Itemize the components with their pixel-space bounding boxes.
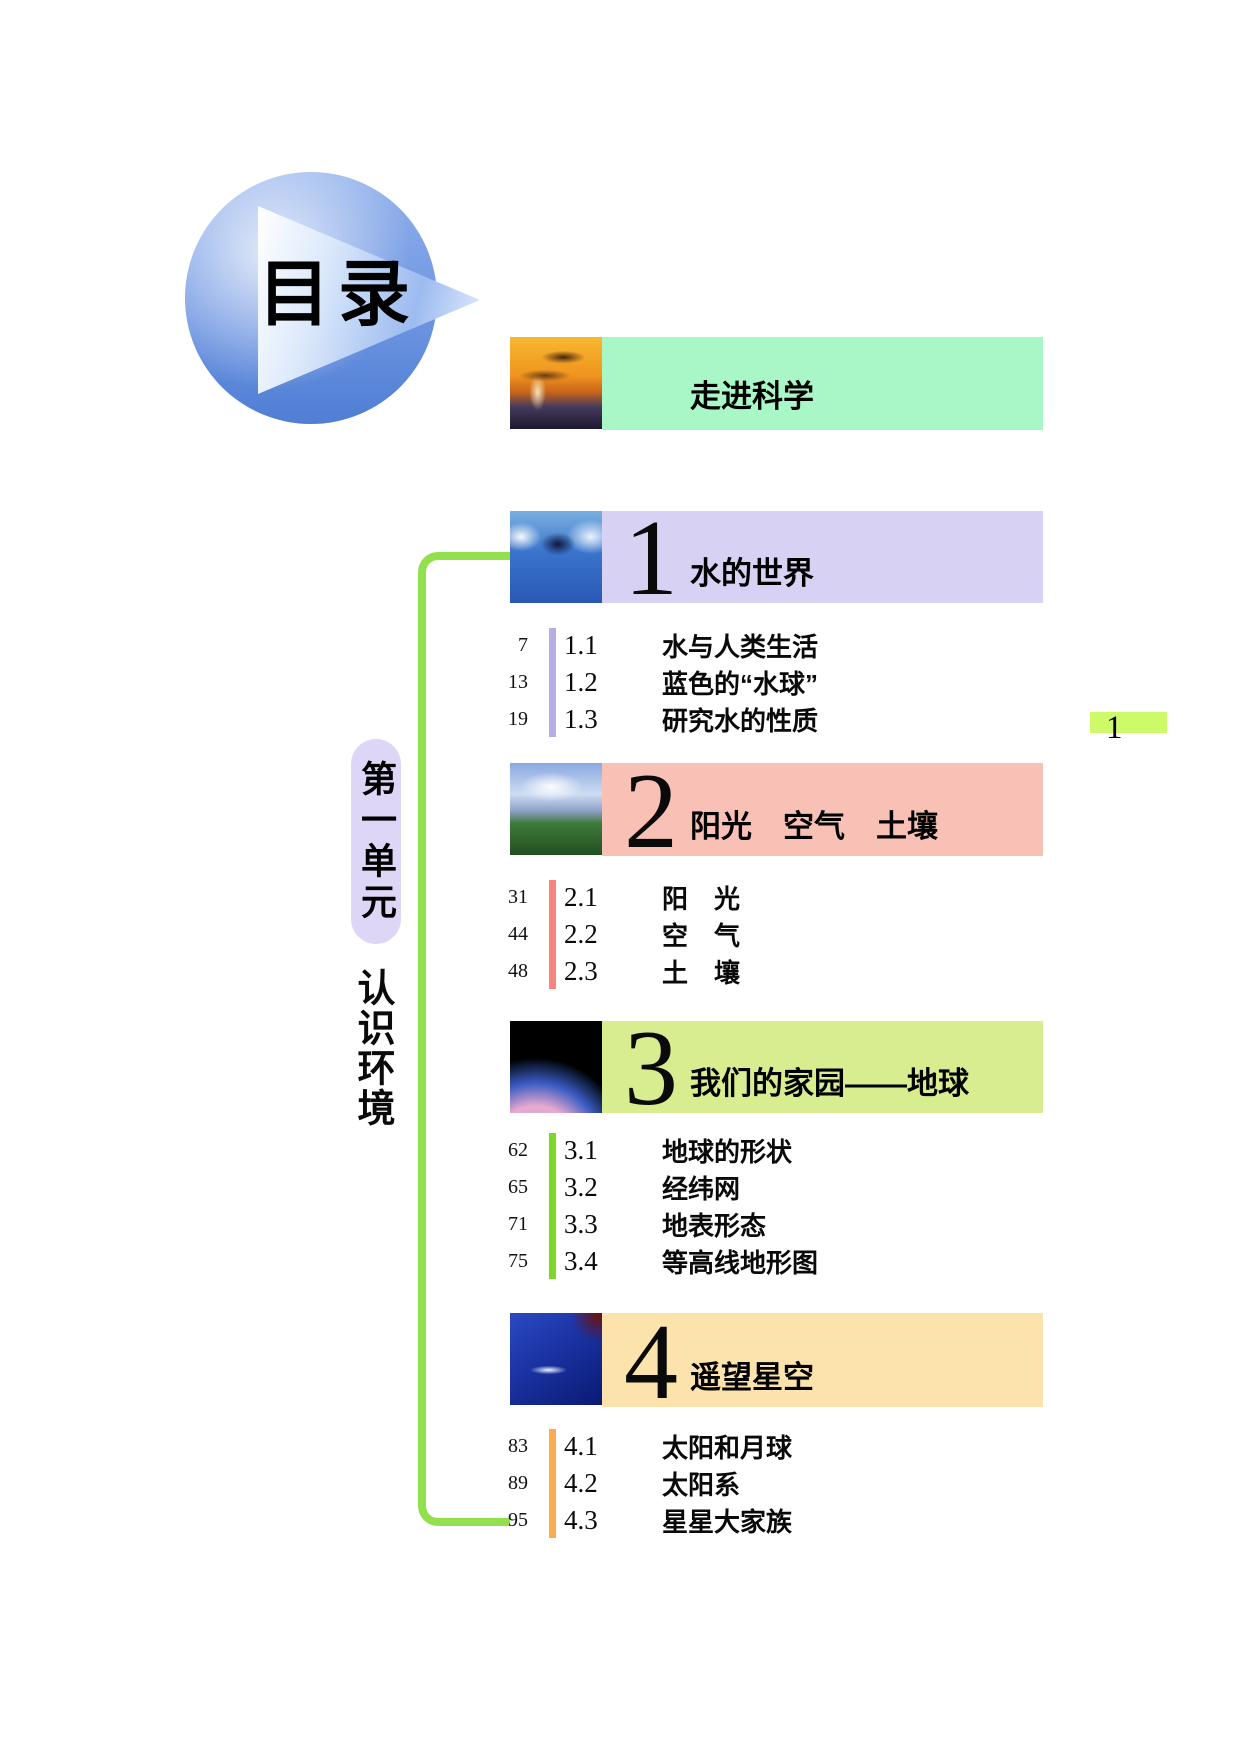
section-3-banner: 3 我们的家园——地球 xyxy=(510,1015,1043,1123)
unit-capsule-label: 第一单元 xyxy=(356,759,396,924)
section-2-banner-fill xyxy=(602,763,1043,856)
page-edge-tab xyxy=(1090,712,1167,733)
section-2-item-list: 31 2.1 阳 光 44 2.2 空 气 48 2.3 土 壤 xyxy=(450,879,920,990)
page-number: 19 xyxy=(508,708,528,730)
section-4-banner: 4 遥望星空 xyxy=(510,1309,1043,1417)
earth-from-space-photo xyxy=(510,1021,602,1113)
comet-night-sky-photo xyxy=(510,1313,602,1405)
item-number: 4.1 xyxy=(564,1431,598,1461)
section-3-banner-fill xyxy=(602,1021,1043,1113)
section-4-item-list: 83 4.1 太阳和月球 89 4.2 太阳系 95 4.3 星星大家族 xyxy=(450,1428,920,1539)
toc-row: 83 4.1 太阳和月球 xyxy=(450,1428,920,1465)
section-4-title: 遥望星空 xyxy=(690,1360,814,1395)
toc-row: 65 3.2 经纬网 xyxy=(450,1169,920,1206)
item-number: 1.1 xyxy=(564,630,598,660)
page-edge-tab-number: 1 xyxy=(1106,710,1123,746)
item-title: 空 气 xyxy=(662,921,741,951)
section-2-title: 阳光 空气 土壤 xyxy=(690,809,938,844)
unit-name-label: 认识环境 xyxy=(351,968,393,1128)
toc-page-title: 目录 xyxy=(258,255,419,335)
unit-bracket-line xyxy=(418,552,510,1526)
page-number: 62 xyxy=(508,1139,528,1161)
toc-row: 13 1.2 蓝色的“水球” xyxy=(450,664,920,701)
section-3-number: 3 xyxy=(624,1009,678,1128)
page-number: 83 xyxy=(508,1435,528,1457)
page-number: 7 xyxy=(518,634,528,656)
toc-row: 31 2.1 阳 光 xyxy=(450,879,920,916)
section-1-item-list: 7 1.1 水与人类生活 13 1.2 蓝色的“水球” 19 1.3 研究水的性… xyxy=(450,627,920,738)
toc-row: 71 3.3 地表形态 xyxy=(450,1206,920,1243)
item-title: 星星大家族 xyxy=(662,1507,793,1537)
item-number: 4.2 xyxy=(564,1468,598,1498)
section-4-number: 4 xyxy=(624,1303,678,1422)
page-number: 31 xyxy=(508,886,528,908)
page-number: 48 xyxy=(508,960,528,982)
section-4-banner-fill xyxy=(602,1313,1043,1407)
toc-row: 48 2.3 土 壤 xyxy=(450,953,920,990)
page-number: 89 xyxy=(508,1472,528,1494)
item-title: 地表形态 xyxy=(662,1211,767,1241)
toc-row: 44 2.2 空 气 xyxy=(450,916,920,953)
section-1-title: 水的世界 xyxy=(690,556,814,591)
item-title: 太阳系 xyxy=(662,1470,741,1500)
intro-banner: 走进科学 xyxy=(510,337,1043,430)
page-number: 95 xyxy=(508,1509,528,1531)
page-number: 75 xyxy=(508,1250,528,1272)
toc-row: 95 4.3 星星大家族 xyxy=(450,1502,920,1539)
section-1-banner-fill xyxy=(602,511,1043,603)
item-number: 4.3 xyxy=(564,1505,598,1535)
item-number: 3.2 xyxy=(564,1172,598,1202)
item-number: 1.2 xyxy=(564,667,598,697)
item-number: 3.1 xyxy=(564,1135,598,1165)
item-title: 土 壤 xyxy=(662,958,741,988)
toc-row: 19 1.3 研究水的性质 xyxy=(450,701,920,738)
dinosaur-sunset-photo xyxy=(510,337,602,429)
toc-row: 7 1.1 水与人类生活 xyxy=(450,627,920,664)
toc-row: 75 3.4 等高线地形图 xyxy=(450,1243,920,1280)
item-number: 2.3 xyxy=(564,956,598,986)
intro-banner-fill xyxy=(602,337,1043,430)
section-3-title: 我们的家园——地球 xyxy=(690,1066,969,1101)
section-2-number: 2 xyxy=(624,752,678,871)
unit-capsule: 第一单元 xyxy=(351,739,401,944)
item-title: 太阳和月球 xyxy=(662,1433,793,1463)
page-number: 44 xyxy=(508,923,528,945)
water-splash-photo xyxy=(510,511,602,603)
section-2-banner: 2 阳光 空气 土壤 xyxy=(510,758,1043,866)
toc-row: 89 4.2 太阳系 xyxy=(450,1465,920,1502)
item-title: 蓝色的“水球” xyxy=(662,669,819,699)
item-number: 3.4 xyxy=(564,1246,598,1276)
page-number: 13 xyxy=(508,671,528,693)
item-title: 地球的形状 xyxy=(662,1137,793,1167)
item-number: 1.3 xyxy=(564,704,598,734)
item-number: 3.3 xyxy=(564,1209,598,1239)
page-number: 71 xyxy=(508,1213,528,1235)
item-title: 研究水的性质 xyxy=(662,706,819,736)
item-number: 2.1 xyxy=(564,882,598,912)
item-title: 等高线地形图 xyxy=(662,1248,819,1278)
page-number: 65 xyxy=(508,1176,528,1198)
section-3-item-list: 62 3.1 地球的形状 65 3.2 经纬网 71 3.3 地表形态 75 3… xyxy=(450,1132,920,1280)
intro-banner-title: 走进科学 xyxy=(690,379,814,414)
section-1-number: 1 xyxy=(624,499,678,618)
item-number: 2.2 xyxy=(564,919,598,949)
item-title: 水与人类生活 xyxy=(662,632,819,662)
toc-row: 62 3.1 地球的形状 xyxy=(450,1132,920,1169)
item-title: 经纬网 xyxy=(662,1174,741,1204)
sky-clouds-field-photo xyxy=(510,763,602,855)
item-title: 阳 光 xyxy=(662,884,741,914)
section-1-banner: 1 水的世界 xyxy=(510,505,1043,613)
